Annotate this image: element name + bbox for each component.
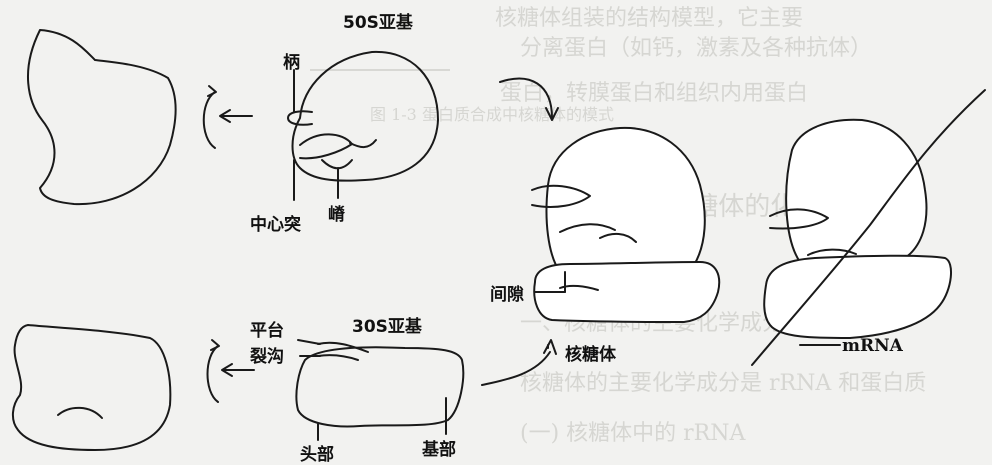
label-platform: 平台: [250, 321, 284, 341]
svg-text:核糖体组装的结构模型，它主要: 核糖体组装的结构模型，它主要: [495, 6, 803, 31]
label-ribosome: 核糖体: [565, 345, 616, 365]
label-mrna: mRNA: [842, 336, 903, 356]
label-head: 头部: [300, 445, 334, 465]
label-central-protuberance: 中心突: [250, 215, 301, 235]
svg-text:(一) 核糖体中的 rRNA: (一) 核糖体中的 rRNA: [520, 421, 746, 446]
assembled-ribosome: [531, 126, 721, 323]
label-gap: 间隙: [490, 285, 524, 305]
mrna-strand: [751, 89, 986, 366]
ribosome-with-mrna: [751, 89, 986, 366]
platform-leader: [297, 339, 321, 345]
svg-text:图 1-3 蛋白质合成中核糖体的模式: 图 1-3 蛋白质合成中核糖体的模式: [370, 105, 614, 124]
svg-text:分离蛋白（如钙，激素及各种抗体）: 分离蛋白（如钙，激素及各种抗体）: [520, 36, 872, 61]
small-subunit-front-view: [295, 339, 465, 441]
label-stalk: 柄: [283, 53, 300, 73]
rotate-arrow-50s: [202, 85, 253, 149]
svg-text:蛋白，转膜蛋白和组织内用蛋白: 蛋白，转膜蛋白和组织内用蛋白: [500, 81, 808, 106]
large-subunit-side-view: [27, 29, 177, 206]
label-50s-subunit: 50S亚基: [343, 13, 413, 33]
arrow-30s-to-ribosome: [481, 339, 557, 386]
large-subunit-front-view: [287, 50, 439, 201]
small-subunit-side-view: [12, 324, 172, 451]
rotate-arrow-30s: [206, 339, 255, 403]
label-base: 基部: [422, 440, 456, 460]
label-30s-subunit: 30S亚基: [352, 317, 422, 337]
svg-text:核糖体的主要化学成分是 rRNA 和蛋白质: 核糖体的主要化学成分是 rRNA 和蛋白质: [520, 371, 926, 396]
central-protuberance-shape: [299, 133, 353, 160]
arrow-50s-to-ribosome: [499, 77, 559, 121]
stalk-shape: [287, 110, 313, 126]
label-ridge: 嵴: [328, 205, 345, 225]
platform-shape: [317, 341, 369, 353]
cleft-shape: [317, 354, 359, 361]
label-cleft: 裂沟: [250, 347, 284, 367]
